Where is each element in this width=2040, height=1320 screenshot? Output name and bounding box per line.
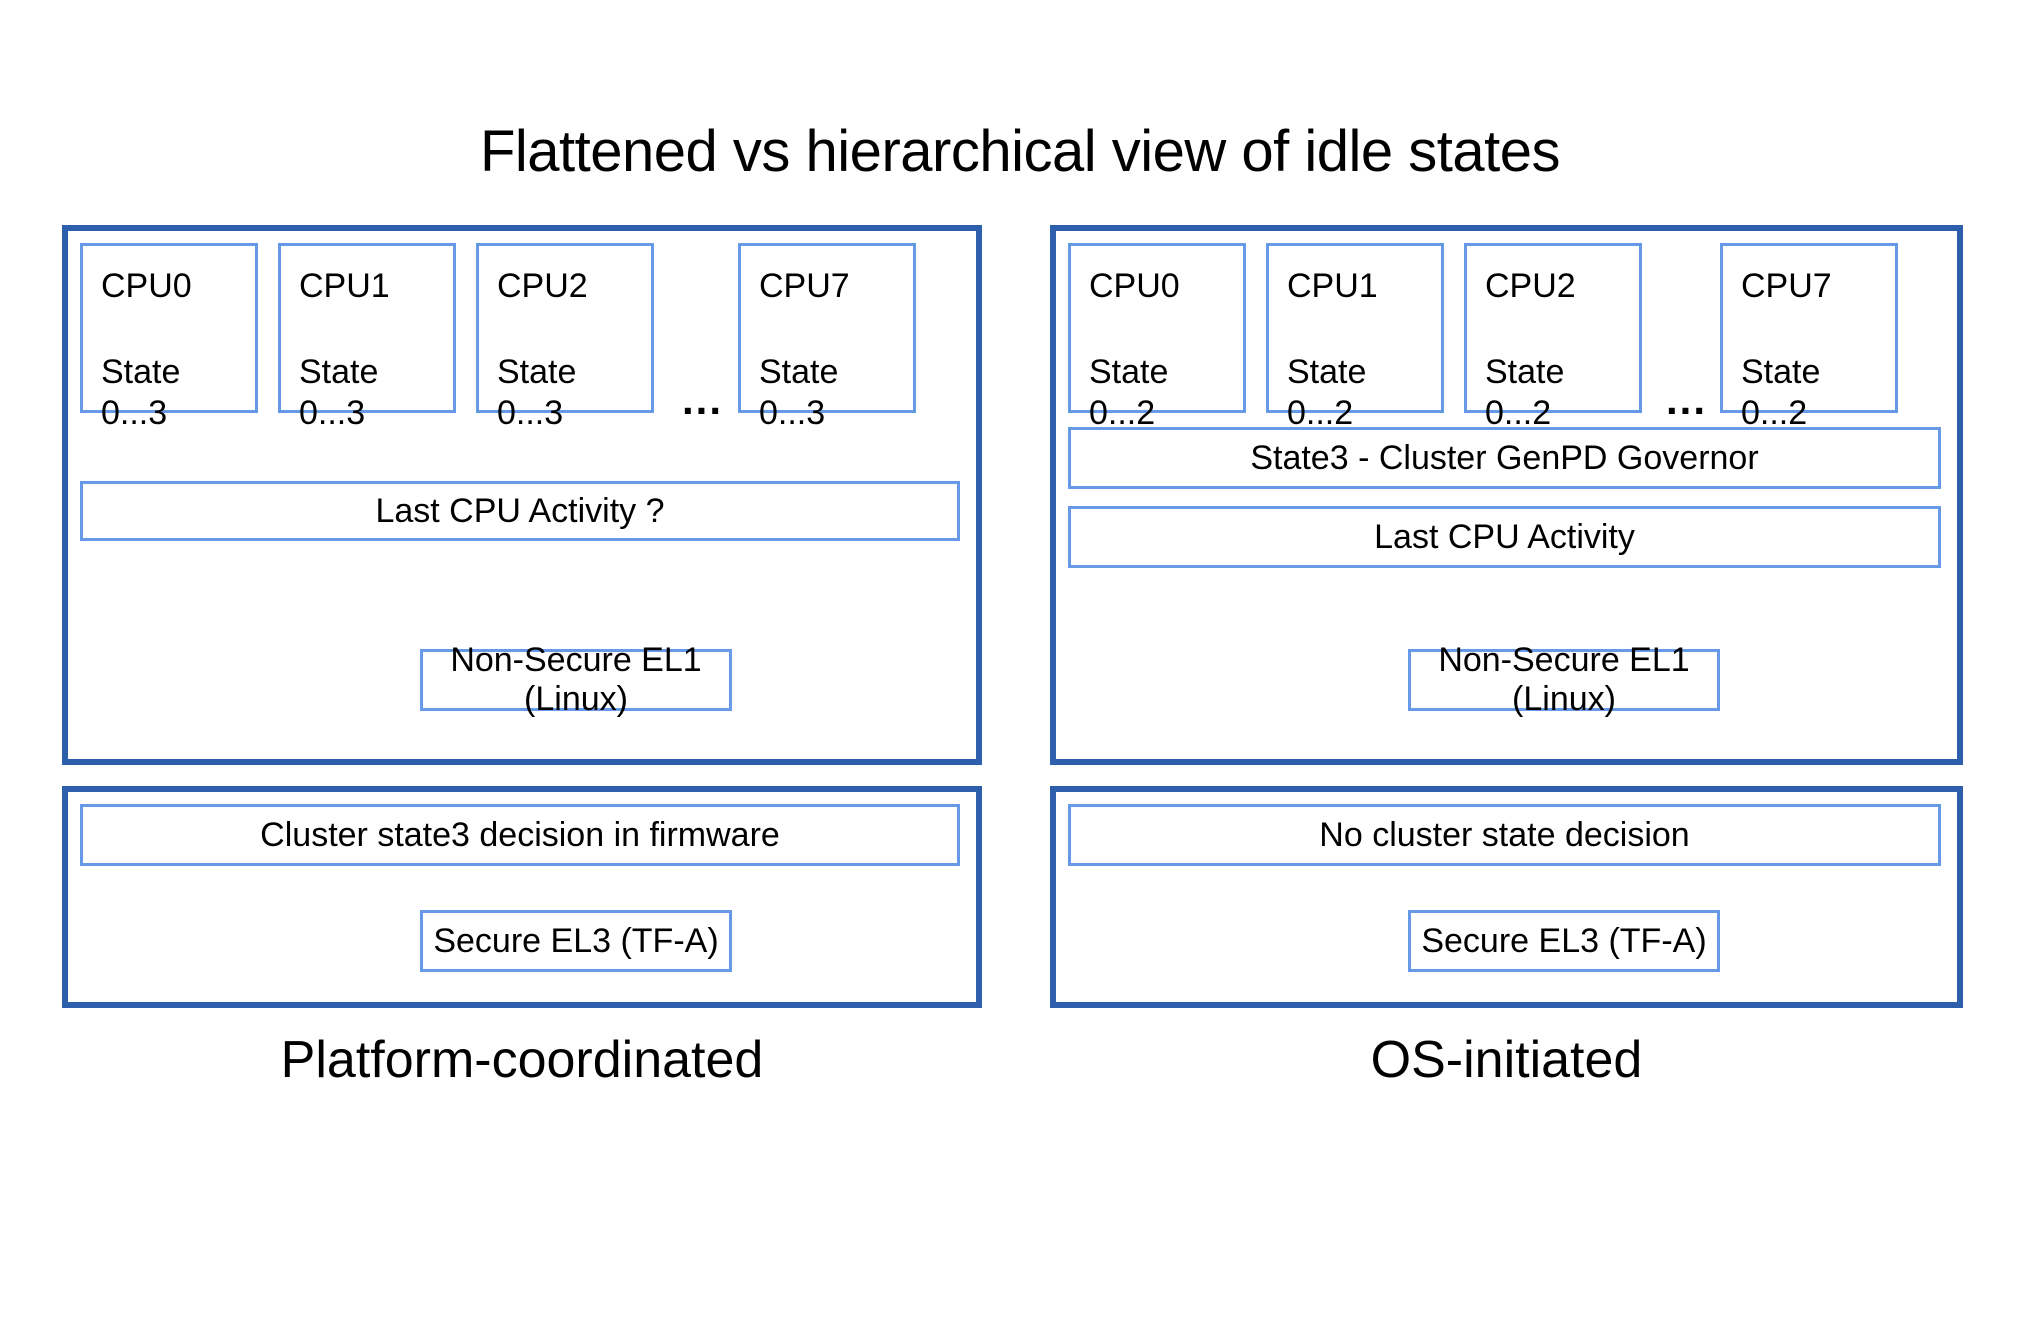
secure-el3-tag: Secure EL3 (TF-A)	[420, 910, 732, 972]
cpu-state-label: State	[1287, 353, 1367, 391]
secure-el3-tag: Secure EL3 (TF-A)	[1408, 910, 1720, 972]
cpu-state-label: State	[299, 353, 379, 391]
cpu-state-range: 0...2	[1287, 394, 1354, 432]
platform-coordinated-firmware-panel: Cluster state3 decision in firmware Secu…	[62, 786, 982, 1008]
cpu-state-label: State	[497, 353, 577, 391]
cpu-state: State 0...3	[759, 352, 838, 434]
cpu-state: State 0...2	[1089, 352, 1168, 434]
cpu-state-label: State	[1485, 353, 1565, 391]
cpu-label: CPU7	[1741, 267, 1832, 305]
cpu-ellipsis-icon: ...	[1666, 376, 1708, 423]
cpu-state-range: 0...2	[1741, 394, 1808, 432]
cpu-state-label: State	[101, 353, 181, 391]
cpu-state-range: 0...3	[101, 394, 168, 432]
cpu-label: CPU1	[299, 267, 390, 305]
cpu-box-1: CPU1 State 0...2	[1266, 243, 1444, 432]
caption-platform-coordinated: Platform-coordinated	[280, 1031, 764, 1089]
cpu-label: CPU2	[1485, 267, 1576, 305]
platform-coordinated-os-panel: CPU0 State 0...3 CPU1 State 0...3 CPU2 S…	[62, 225, 982, 765]
non-secure-el1-tag: Non-Secure EL1 (Linux)	[420, 641, 732, 718]
no-cluster-state-decision-bar: No cluster state decision	[1068, 804, 1941, 866]
cpu-state: State 0...3	[101, 352, 180, 434]
cpu-state-label: State	[759, 353, 839, 391]
cpu-state-range: 0...3	[299, 394, 366, 432]
cpu-state: State 0...2	[1741, 352, 1820, 434]
cpu-state: State 0...2	[1485, 352, 1564, 434]
cpu-state-label: State	[1089, 353, 1169, 391]
cpu-ellipsis-icon: ...	[682, 376, 724, 423]
cpu-state-range: 0...3	[497, 394, 564, 432]
cpu-box-7: CPU7 State 0...3	[738, 243, 916, 432]
cpu-box-7: CPU7 State 0...2	[1720, 243, 1898, 432]
cpu-label: CPU1	[1287, 267, 1378, 305]
cluster-genpd-governor-bar: State3 - Cluster GenPD Governor	[1068, 427, 1941, 489]
cpu-box-0: CPU0 State 0...3	[80, 243, 258, 432]
cpu-state-label: State	[1741, 353, 1821, 391]
cpu-label: CPU2	[497, 267, 588, 305]
cpu-state: State 0...2	[1287, 352, 1366, 434]
cpu-state-range: 0...2	[1485, 394, 1552, 432]
cpu-box-2: CPU2 State 0...3	[476, 243, 654, 432]
cpu-state: State 0...3	[299, 352, 378, 434]
cpu-state-range: 0...3	[759, 394, 826, 432]
cpu-state-range: 0...2	[1089, 394, 1156, 432]
cluster-state-decision-bar: Cluster state3 decision in firmware	[80, 804, 960, 866]
os-initiated-firmware-panel: No cluster state decision Secure EL3 (TF…	[1050, 786, 1963, 1008]
cpu-label: CPU0	[101, 267, 192, 305]
cpu-label: CPU7	[759, 267, 850, 305]
caption-os-initiated: OS-initiated	[1370, 1031, 1643, 1089]
cpu-box-0: CPU0 State 0...2	[1068, 243, 1246, 432]
cpu-box-1: CPU1 State 0...3	[278, 243, 456, 432]
os-initiated-os-panel: CPU0 State 0...2 CPU1 State 0...2 CPU2 S…	[1050, 225, 1963, 765]
last-cpu-activity-bar: Last CPU Activity ?	[80, 481, 960, 541]
non-secure-el1-tag: Non-Secure EL1 (Linux)	[1408, 641, 1720, 718]
page-title: Flattened vs hierarchical view of idle s…	[479, 119, 1561, 184]
last-cpu-activity-bar: Last CPU Activity	[1068, 506, 1941, 568]
cpu-box-2: CPU2 State 0...2	[1464, 243, 1642, 432]
cpu-label: CPU0	[1089, 267, 1180, 305]
cpu-state: State 0...3	[497, 352, 576, 434]
